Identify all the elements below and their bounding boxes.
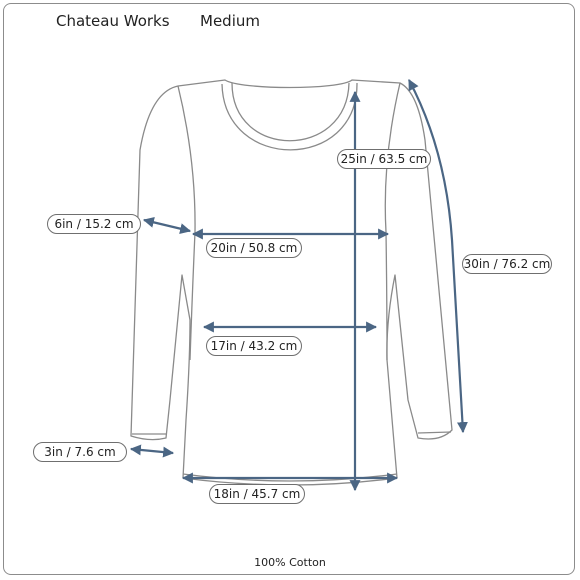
diagram-frame bbox=[3, 3, 575, 575]
brand-name: Chateau Works bbox=[56, 12, 170, 30]
chest-label: 20in / 50.8 cm bbox=[206, 238, 302, 258]
sleeve-length-label: 30in / 76.2 cm bbox=[462, 254, 552, 274]
material-note: 100% Cotton bbox=[254, 556, 326, 569]
cuff-arrow bbox=[129, 444, 175, 458]
shirt-outline bbox=[130, 79, 453, 486]
cuff-label: 3in / 7.6 cm bbox=[33, 442, 127, 462]
bicep-arrow bbox=[142, 216, 192, 235]
size-label: Medium bbox=[200, 12, 260, 30]
waist-label: 17in / 43.2 cm bbox=[206, 336, 302, 356]
sleeve-length-arrow bbox=[408, 79, 468, 434]
bicep-label: 6in / 15.2 cm bbox=[47, 214, 141, 234]
neck-to-hem-label: 25in / 63.5 cm bbox=[337, 149, 431, 169]
hem-label: 18in / 45.7 cm bbox=[209, 484, 305, 504]
